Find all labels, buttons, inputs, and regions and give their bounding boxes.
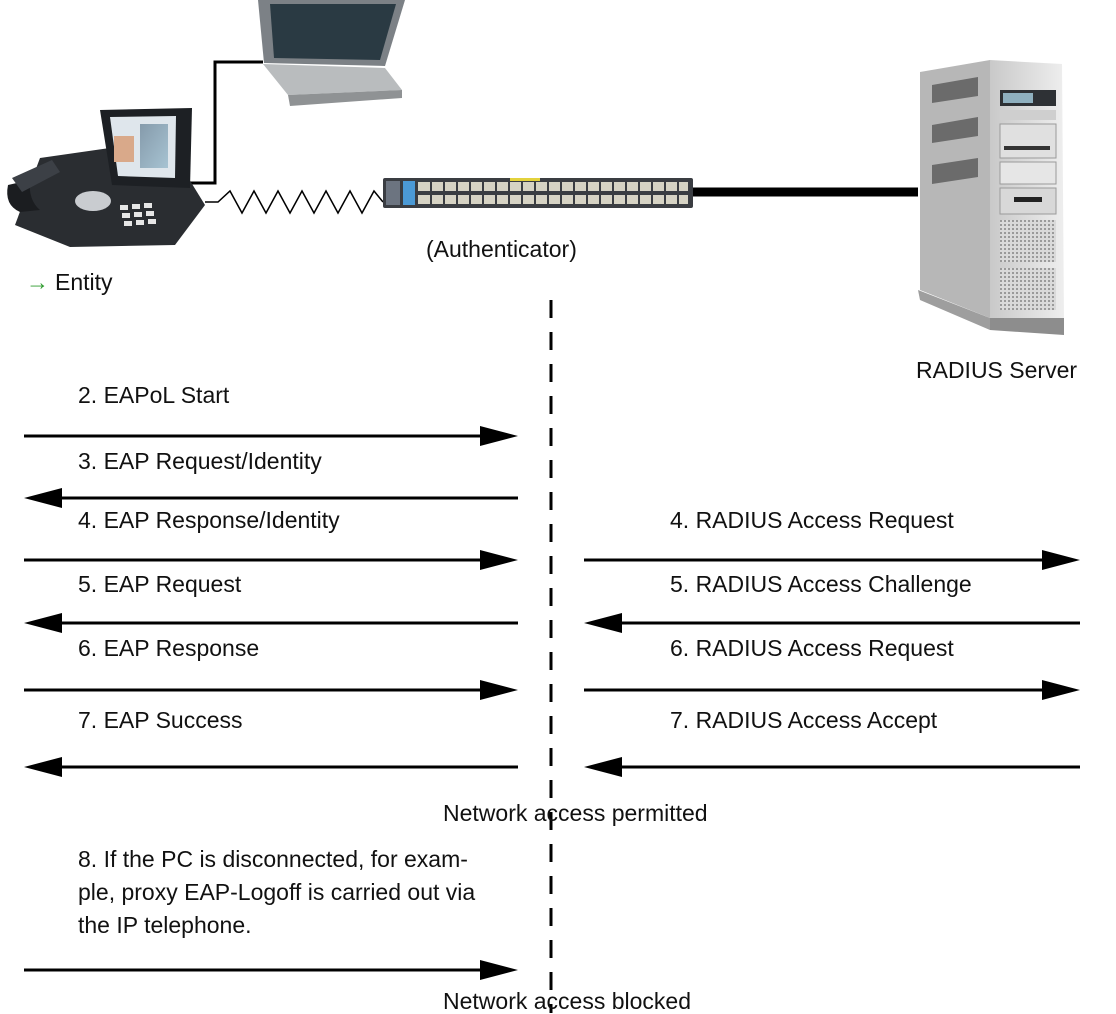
client-message-arrow [24, 426, 518, 446]
entity-arrow-icon: → [26, 269, 49, 295]
ip-phone-icon [7, 108, 205, 247]
logoff-arrow-head [480, 960, 518, 980]
client-message-arrow-head [480, 426, 518, 446]
network-switch-icon [383, 178, 693, 208]
server-message-arrow-head [584, 613, 622, 633]
client-message-label: 2. EAPoL Start [78, 382, 230, 408]
client-message-label: 3. EAP Request/Identity [78, 448, 322, 474]
client-message-arrow-head [480, 550, 518, 570]
message-arrows [24, 426, 1080, 980]
network-access-permitted-label: Network access permitted [443, 800, 708, 826]
server-message-label: 5. RADIUS Access Challenge [670, 571, 972, 597]
logoff-note-line: 8. If the PC is disconnected, for exam- [78, 846, 468, 872]
network-access-blocked-label: Network access blocked [443, 988, 691, 1014]
server-message-arrow [584, 680, 1080, 700]
logoff-note: 8. If the PC is disconnected, for exam- … [78, 843, 548, 942]
client-message-arrow [24, 488, 518, 508]
server-message-arrow-head [584, 757, 622, 777]
phone-switch-cable [205, 189, 384, 215]
server-message-arrow [584, 613, 1080, 633]
server-message-arrow [584, 757, 1080, 777]
server-message-arrow-head [1042, 550, 1080, 570]
client-message-arrow-head [24, 613, 62, 633]
client-message-arrow [24, 757, 518, 777]
server-message-arrow-head [1042, 680, 1080, 700]
client-message-arrow [24, 550, 518, 570]
client-message-label: 7. EAP Success [78, 707, 243, 733]
entity-text: Entity [55, 269, 113, 295]
logoff-arrow [24, 960, 518, 980]
client-message-label: 4. EAP Response/Identity [78, 507, 340, 533]
server-message-label: 4. RADIUS Access Request [670, 507, 954, 533]
laptop-phone-cable [185, 60, 263, 185]
client-message-arrow [24, 613, 518, 633]
radius-server-label: RADIUS Server [916, 357, 1078, 383]
server-message-label: 6. RADIUS Access Request [670, 635, 954, 661]
laptop-icon [258, 0, 405, 106]
logoff-note-line: the IP telephone. [78, 912, 252, 938]
logoff-note-line: ple, proxy EAP-Logoff is carried out via [78, 879, 476, 905]
client-message-arrow-head [480, 680, 518, 700]
client-message-label: 6. EAP Response [78, 635, 260, 661]
client-message-arrow-head [24, 757, 62, 777]
client-message-arrow [24, 680, 518, 700]
authenticator-label: (Authenticator) [426, 236, 577, 262]
entity-label: →Entity [26, 269, 113, 295]
client-message-arrow-head [24, 488, 62, 508]
server-tower-icon [918, 60, 1064, 335]
server-message-label: 7. RADIUS Access Accept [670, 707, 938, 733]
client-message-label: 5. EAP Request [78, 571, 242, 597]
server-message-arrow [584, 550, 1080, 570]
